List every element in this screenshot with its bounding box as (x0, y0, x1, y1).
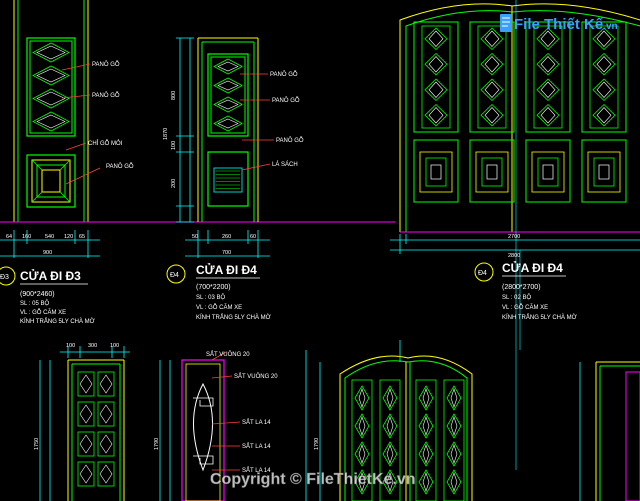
double-dim-side: 1790 (314, 438, 320, 450)
d4-glass: KÍNH TRẮNG 5LY CHÀ MỜ (196, 313, 271, 321)
iron-label-3: SẮT LA 14 (242, 418, 271, 426)
lower-left-dim-2: 300 (88, 343, 97, 349)
d4-side-dim-4: 200 (171, 179, 177, 188)
watermark-top-suffix: .vn (603, 21, 617, 32)
louver-slats (216, 170, 240, 189)
iron-label-4: SẮT LA 14 (242, 442, 271, 450)
door-lower-iron-elevation[interactable] (181, 351, 241, 501)
d3-label-1: PANÔ GỖ (92, 61, 120, 68)
d4-marker: Đ4 (170, 272, 179, 279)
d4-side-dim-3: 100 (171, 141, 177, 150)
door-lower-double-elevation[interactable] (339, 355, 473, 501)
d4-large-dim-1: 2700 (508, 234, 520, 240)
d4-large-glass: KÍNH TRẮNG 5LY CHÀ MỜ (502, 313, 577, 321)
glass-lattice (213, 58, 243, 132)
iron-label-5: SẮT LA 14 (242, 466, 271, 474)
d4-large-material: VL : GỖ CĂM XE (502, 304, 548, 311)
d4-large-marker-circle (474, 262, 494, 282)
d3-dim-5: 65 (79, 234, 85, 240)
d4-large-marker: Đ4 (478, 270, 487, 277)
lower-left-dim-1: 100 (66, 343, 75, 349)
d3-dimensions (0, 230, 100, 258)
d3-size: (900*2460) (20, 291, 55, 298)
d4-qty: SL : 03 BỘ (196, 294, 225, 301)
d3-glass: KÍNH TRẮNG 5LY CHÀ MỜ (20, 317, 95, 325)
d4-dim-1: 50 (192, 234, 198, 240)
d4-marker-circle (166, 264, 186, 284)
glass-lattice (351, 379, 465, 501)
door-d4-large-elevation[interactable] (399, 3, 640, 233)
d3-label-3: CHỈ GỖ MỎI (88, 140, 123, 147)
d4-side-dim-1: 800 (171, 91, 177, 100)
d4-size: (700*2200) (196, 284, 231, 291)
door-leaves (413, 21, 627, 203)
d3-dim-4: 120 (64, 234, 73, 240)
door-far-right-partial[interactable] (579, 361, 640, 501)
lower-left-dim-side: 1750 (34, 438, 40, 450)
d3-label-2: PANÔ GỖ (92, 92, 120, 99)
d4-label-2: PANÔ GỖ (272, 97, 300, 104)
d3-dim-3: 540 (45, 234, 54, 240)
d4-large-size: (2800*2700) (502, 284, 541, 291)
d3-title: CỬA ĐI Đ3 (20, 268, 81, 283)
door-lower-left-elevation[interactable] (67, 359, 125, 501)
d4-title: CỬA ĐI Đ4 (196, 262, 257, 277)
watermark-bottom: Copyright © FileThietKe.vn (210, 471, 416, 488)
d4-large-qty: SL : 02 BỘ (502, 294, 531, 301)
d4-label-4: LÁ SÁCH (272, 161, 298, 168)
d4-side-dim-2: 1870 (163, 128, 169, 140)
glass-lattice (32, 42, 70, 132)
double-door-dimensions (319, 340, 401, 501)
d4-label-1: PANÔ GỖ (270, 71, 298, 78)
d3-label-4: PANÔ GỖ (106, 163, 134, 170)
iron-dim-side: 1790 (154, 438, 160, 450)
svg-text:File Thiết Kế.vn: File Thiết Kế.vn (514, 16, 618, 33)
d4-large-dimensions (390, 0, 640, 470)
d3-material: VL : GỖ CĂM XE (20, 309, 66, 316)
d3-dim-1: 64 (6, 234, 12, 240)
watermark-logo: File Thiết Kế.vn (500, 14, 618, 33)
d4-material: VL : GỖ CĂM XE (196, 304, 242, 311)
lower-left-dim-3: 100 (110, 343, 119, 349)
d4-large-dim-total: 2800 (508, 253, 520, 259)
lower-left-dimensions (39, 346, 130, 501)
iron-label-1: SẮT VUÔNG 20 (206, 350, 250, 358)
iron-door-dimensions (159, 360, 171, 501)
watermark-top: File Thiết Kế (514, 16, 604, 33)
iron-label-2: SẮT VUÔNG 20 (234, 372, 278, 380)
d3-dim-total: 900 (43, 250, 52, 256)
d4-dim-total: 700 (222, 250, 231, 256)
d3-marker-circle (0, 266, 16, 286)
door-d4-elevation[interactable] (197, 37, 274, 222)
door-d3-elevation[interactable] (13, 0, 101, 223)
glass-panes (77, 371, 115, 487)
d4-large-title: CỬA ĐI Đ4 (502, 260, 563, 275)
d4-bottom-dimensions (185, 230, 270, 258)
d3-marker: Đ3 (0, 274, 9, 281)
d3-qty: SL : 05 BỘ (20, 300, 49, 307)
d4-dim-3: 60 (250, 234, 256, 240)
d4-side-dimensions (176, 37, 194, 223)
d4-label-3: PANÔ GỖ (276, 137, 304, 144)
d4-dim-2: 260 (222, 234, 231, 240)
d3-dim-2: 160 (22, 234, 31, 240)
